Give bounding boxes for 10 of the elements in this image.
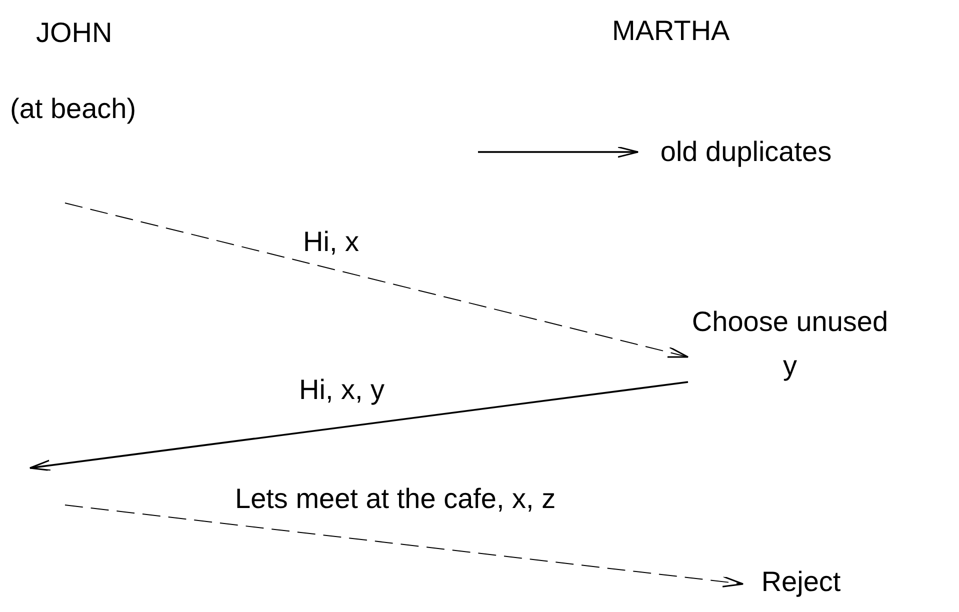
arrow [478,146,639,158]
participant-name: JOHN [36,16,112,50]
event-text: Choose unused y [690,300,890,396]
dashed-arrow [64,504,744,588]
dashed-arrow [64,202,689,358]
arrow [29,381,688,472]
event-text: Reject [745,560,857,604]
participant-name: MARTHA [612,14,730,48]
event-text: old duplicates [640,130,852,174]
participant-note: (at beach) [10,92,136,126]
